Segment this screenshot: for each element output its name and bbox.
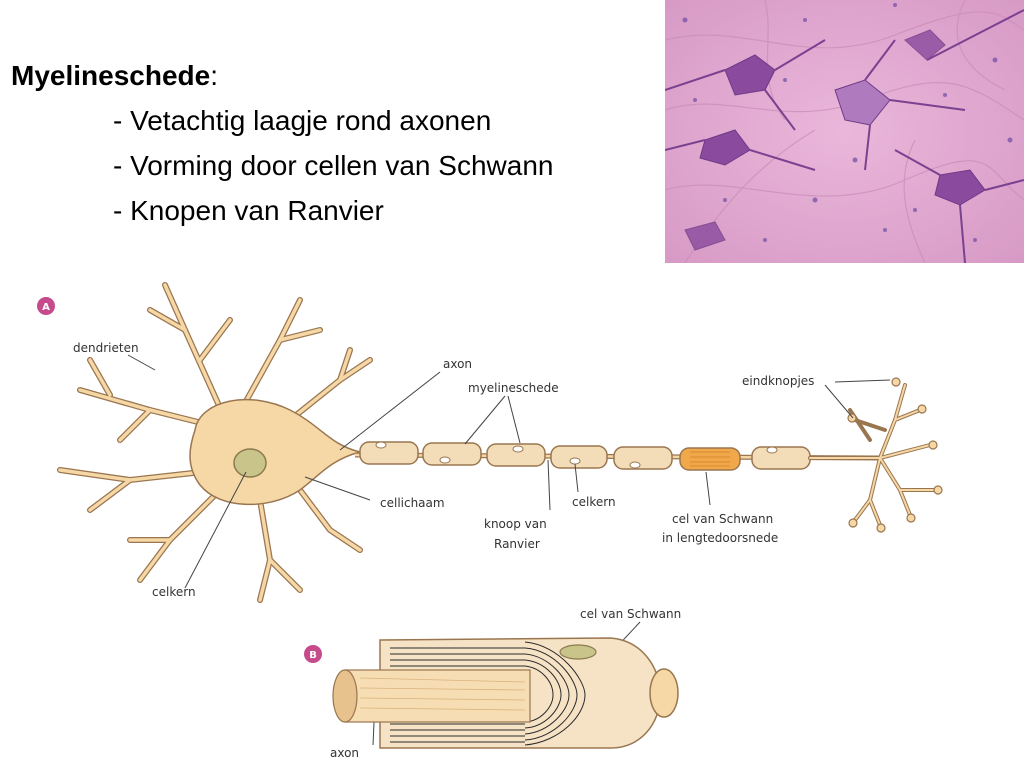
label-cel-van-schwann-2: in lengtedoorsnede bbox=[662, 531, 778, 545]
badge-a: A bbox=[37, 297, 55, 315]
badge-b-text: B bbox=[309, 650, 317, 661]
bullet-list: - Vetachtig laagje rond axonen - Vorming… bbox=[11, 98, 661, 233]
bullet-item: - Vorming door cellen van Schwann bbox=[11, 143, 661, 188]
cell-nucleus bbox=[234, 449, 266, 477]
heading-text: Myelineschede bbox=[11, 60, 210, 91]
bullet-item: - Vetachtig laagje rond axonen bbox=[11, 98, 661, 143]
label-eindknopjes: eindknopjes bbox=[742, 374, 814, 388]
text-block: Myelineschede: - Vetachtig laagje rond a… bbox=[11, 54, 661, 233]
badge-b: B bbox=[304, 645, 322, 663]
label-knoop-van-ranvier-1: knoop van bbox=[484, 517, 547, 531]
label-myelineschede: myelineschede bbox=[468, 381, 559, 395]
label-celkern-body: celkern bbox=[152, 585, 196, 599]
bullet-item: - Knopen van Ranvier bbox=[11, 188, 661, 233]
schwann-cross-section bbox=[333, 638, 678, 748]
label-dendrieten: dendrieten bbox=[73, 341, 139, 355]
label-knoop-van-ranvier-2: Ranvier bbox=[494, 537, 540, 551]
label-axon: axon bbox=[443, 357, 472, 371]
badge-a-text: A bbox=[42, 302, 50, 313]
label-b-cel-van-schwann: cel van Schwann bbox=[580, 607, 681, 621]
label-celkern-axon: celkern bbox=[572, 495, 616, 509]
slide-heading: Myelineschede: bbox=[11, 54, 661, 98]
heading-colon: : bbox=[210, 60, 218, 91]
label-b-axon: axon bbox=[330, 746, 359, 760]
cell-body bbox=[190, 400, 360, 505]
neuron-diagram: A bbox=[0, 270, 1024, 768]
label-cel-van-schwann-1: cel van Schwann bbox=[672, 512, 773, 526]
microscopy-image bbox=[665, 0, 1024, 263]
label-cellichaam: cellichaam bbox=[380, 496, 445, 510]
